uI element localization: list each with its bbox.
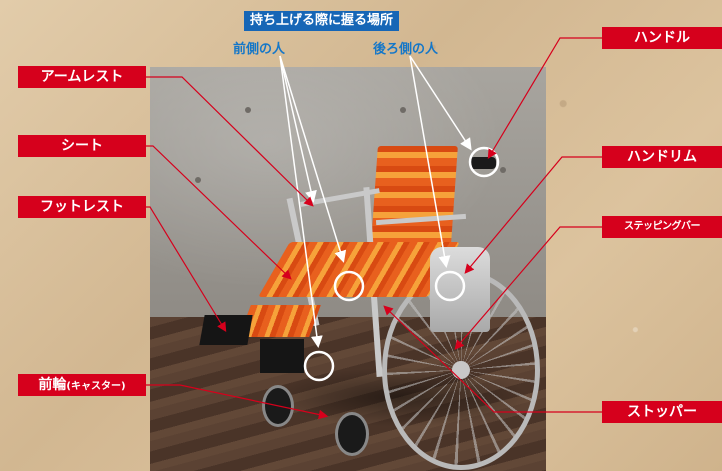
leader-handrim — [464, 156, 602, 274]
pointer-arrow — [279, 55, 347, 263]
grip-marker-circle — [434, 270, 466, 302]
leader-armrest — [146, 76, 314, 207]
caster-label: 前輪(キャスター) — [18, 374, 146, 396]
leader-stopper — [383, 305, 602, 413]
leader-seat — [146, 145, 292, 280]
pointer-arrow — [279, 55, 323, 348]
leader-stepping-bar — [454, 226, 602, 350]
stopper-label: ストッパー — [602, 401, 722, 423]
pointer-arrow — [409, 55, 472, 151]
grip-marker-circle — [303, 350, 335, 382]
grip-marker-circle — [333, 270, 365, 302]
handle-label: ハンドル — [602, 27, 722, 49]
front-caster — [335, 412, 369, 456]
caster-label-sub: (キャスター) — [66, 381, 126, 392]
leader-handle — [487, 37, 602, 160]
pointer-arrow — [409, 55, 451, 268]
rear-person-label: 後ろ側の人 — [373, 42, 439, 57]
footrest-label: フットレスト — [18, 196, 146, 218]
grip-location-title: 持ち上げる際に握る場所 — [244, 11, 400, 31]
leader-caster — [146, 384, 329, 420]
seat-label: シート — [18, 135, 146, 157]
handle-grip — [470, 157, 496, 169]
stepping-bar-label: ステッピングバー — [602, 216, 722, 238]
caster-label-main: 前輪 — [38, 377, 67, 393]
wall-tie-hole — [400, 107, 406, 113]
leader-footrest — [146, 206, 227, 333]
wheelchair-photo — [150, 67, 546, 471]
pointer-arrow — [279, 55, 317, 203]
wall-tie-hole — [245, 107, 251, 113]
armrest-label: アームレスト — [18, 66, 146, 88]
footplate-right — [260, 339, 304, 373]
grip-marker-circle — [468, 146, 500, 178]
wall-tie-hole — [195, 177, 201, 183]
wall-tie-hole — [500, 167, 506, 173]
front-caster — [262, 385, 294, 427]
front-person-label: 前側の人 — [233, 42, 286, 57]
handrim-label: ハンドリム — [602, 146, 722, 168]
